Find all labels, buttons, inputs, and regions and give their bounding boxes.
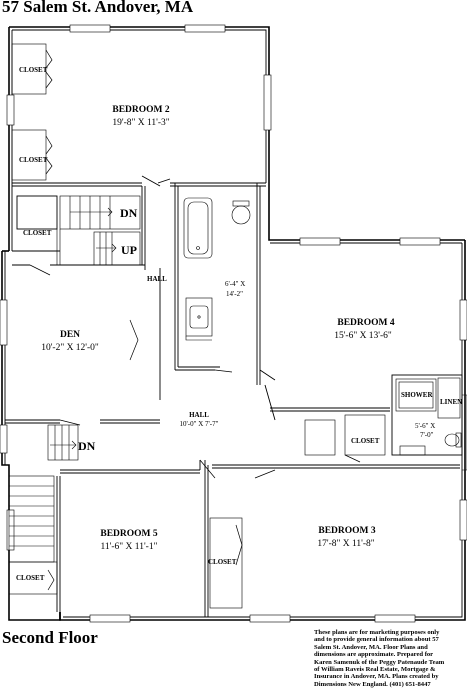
hall-upper-name: HALL (147, 275, 167, 283)
bedroom-5-dims: 11'-6" X 11'-1" (101, 542, 158, 552)
bedroom-3-name: BEDROOM 3 (318, 526, 376, 536)
den-dims: 10'-2" X 12'-0" (41, 343, 99, 353)
window (0, 299, 8, 346)
plan-title: 57 Salem St. Andover, MA (2, 0, 194, 16)
window (299, 237, 341, 246)
linen-closet (437, 377, 461, 419)
window (399, 237, 441, 246)
window (6, 509, 15, 551)
window (459, 299, 467, 341)
exterior-walls (1, 26, 467, 621)
floor-label: Second Floor (2, 628, 98, 647)
window (374, 614, 416, 623)
closet-label: CLOSET (208, 558, 237, 566)
stairs-up-label: UP (121, 243, 137, 257)
toilet (444, 432, 462, 448)
windows (0, 24, 467, 623)
window (89, 614, 131, 623)
bath2-dims-line1: 5'-6" X (415, 422, 435, 430)
window (6, 94, 15, 126)
disclaimer-line: Dimensions New England. (401) 651-8447 (314, 680, 431, 688)
stairs-down-bottom (8, 424, 79, 563)
interior-walls (5, 43, 463, 617)
disclaimer-line: and to provide general information about… (314, 636, 439, 644)
disclaimer-line: dimensions are approximate. Prepared for (314, 651, 434, 659)
stairs-down-top (69, 196, 113, 229)
disclaimer: These plans are for marketing purposes o… (314, 629, 466, 688)
bedroom-2-dims: 19'-8" X 11'-3" (112, 118, 169, 128)
closet-label: CLOSET (23, 229, 52, 237)
disclaimer-line: of William Raveis Real Estate, Mortgage … (314, 666, 436, 674)
stairs-down-label: DN (120, 206, 138, 220)
shower-label: SHOWER (401, 391, 433, 399)
bedroom-3-dims: 17'-8" X 11'-8" (317, 539, 374, 549)
bath-dims-line1: 6'-4" X (225, 280, 245, 288)
closet-label: CLOSET (19, 156, 48, 164)
stairs-down-label-lower: DN (78, 439, 96, 453)
disclaimer-line: These plans are for marketing purposes o… (314, 629, 440, 636)
bedroom-5-name: BEDROOM 5 (100, 529, 158, 539)
bathtub (183, 197, 213, 259)
linen-label: LINEN (440, 398, 462, 406)
den-name: DEN (60, 330, 80, 340)
toilet (231, 200, 251, 225)
hall-lower-name: HALL (189, 411, 209, 419)
vanity-sink (185, 297, 213, 337)
bedroom-4-name: BEDROOM 4 (337, 318, 395, 328)
window (69, 24, 111, 33)
window (0, 424, 8, 454)
bath2-dims-line2: 7'-0" (420, 431, 434, 439)
closet-label: CLOSET (351, 437, 380, 445)
window (184, 24, 226, 33)
disclaimer-line: Karen Samenuk of the Peggy Patenaude Tea… (314, 658, 445, 666)
window (263, 74, 272, 131)
window (249, 614, 291, 623)
room-labels: CLOSET CLOSET BEDROOM 2 19'-8" X 11'-3" … (16, 66, 462, 582)
bedroom-2-name: BEDROOM 2 (112, 105, 170, 115)
closet-label: CLOSET (16, 574, 45, 582)
window (459, 499, 467, 541)
hall-lower-dims: 10'-0" X 7'-7" (180, 420, 219, 428)
disclaimer-line: Insurance in Andover, MA. Plans created … (314, 673, 439, 681)
bedroom-4-dims: 15'-6" X 13'-6" (334, 331, 392, 341)
shower (395, 378, 437, 412)
disclaimer-line: Salem St. Andover, MA. Floor Plans and (314, 643, 428, 651)
bath-dims-line2: 14'-2" (226, 290, 243, 298)
closet-label: CLOSET (19, 66, 48, 74)
